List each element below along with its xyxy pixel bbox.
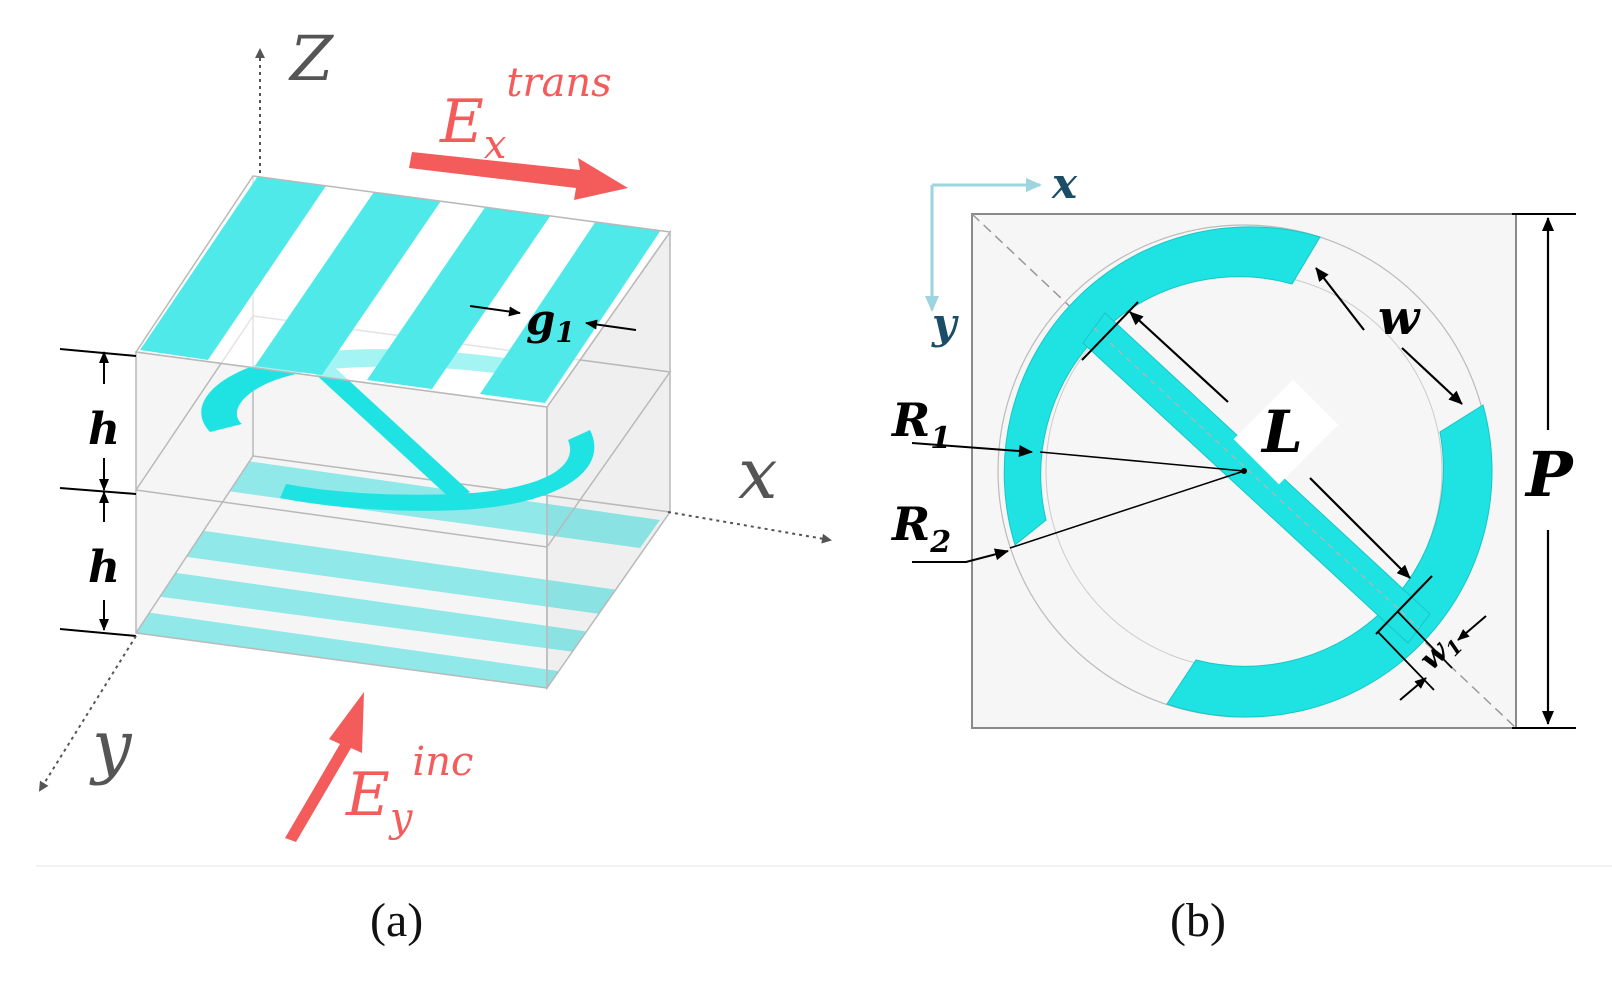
h-label-lower: h [88, 542, 120, 593]
h-ext-line [59, 348, 137, 357]
middle-ring-arc [280, 430, 595, 511]
x-axis-label: x [738, 433, 777, 515]
b-x-axis-label: x [1051, 159, 1078, 208]
R1-leader [911, 442, 1033, 458]
top-face-outline [134, 175, 672, 408]
y-axis-line [38, 635, 137, 792]
L-ext-line [1081, 301, 1139, 361]
g1-arrow-right [585, 319, 637, 331]
y-axis-label: y [89, 705, 133, 787]
x-axis-line [667, 511, 832, 544]
L-dim-arrow [1309, 477, 1411, 579]
R2-leader [912, 548, 1009, 563]
inc-field-label: Eyinc [345, 739, 473, 841]
caption-a: (a) [370, 894, 423, 947]
top-stripe [140, 176, 330, 360]
top-stripe [367, 200, 555, 389]
R2-label: R2 [890, 497, 951, 560]
h-ext-line [59, 628, 137, 637]
h-ext-line [59, 487, 137, 495]
panel-b: L w w1 R1 R2 P x y [890, 159, 1576, 729]
panel-a: Z [38, 22, 832, 842]
R1-label: R1 [890, 393, 951, 456]
top-stripe [480, 215, 665, 403]
w1-ext-line [1397, 611, 1453, 669]
inc-field-arrow-icon [285, 692, 364, 842]
b-y-axis-label: y [931, 299, 959, 348]
g1-arrow-left [469, 305, 521, 317]
L-ext-line [1375, 575, 1433, 635]
L-dim-arrow [1129, 311, 1229, 403]
w-dim-arrow [1401, 347, 1463, 405]
substrate-box [134, 176, 672, 691]
w-dim-arrow [1315, 267, 1365, 331]
trans-field-arrow-icon [409, 152, 628, 200]
g1-label: g1 [526, 295, 575, 349]
z-axis-label: Z [288, 22, 334, 95]
trans-field-label: Extrans [439, 60, 612, 168]
w1-dim-arrow [1399, 677, 1427, 701]
rod-centerline [1093, 327, 1420, 629]
w1-dim-arrow [1457, 615, 1487, 641]
L-label-bg [1233, 379, 1339, 485]
center-point [1241, 468, 1247, 474]
L-label: L [1260, 398, 1303, 466]
ring-arc-upper-left [1003, 226, 1321, 546]
caption-b: (b) [1170, 894, 1226, 947]
R1-radius-line [1039, 451, 1245, 472]
top-grating [136, 176, 670, 407]
h-label-upper: h [88, 404, 120, 455]
P-label: P [1524, 438, 1575, 511]
R2-radius-line [1009, 470, 1245, 549]
top-stripe [255, 186, 445, 375]
w-label: w [1378, 290, 1421, 346]
middle-rod [300, 352, 470, 500]
